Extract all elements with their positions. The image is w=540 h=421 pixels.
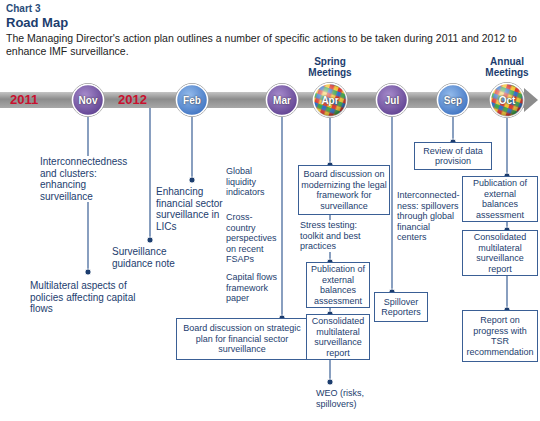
timeline-marker: Annual MeetingsOct [489, 82, 525, 118]
leader-dot [147, 237, 153, 243]
milestone-text: Stress testing: toolkit and best practic… [300, 220, 370, 252]
leader-dot [189, 177, 195, 183]
timeline-arrow [524, 88, 538, 112]
month-label: Sep [436, 83, 470, 117]
marker-ring [437, 84, 470, 117]
milestone-box: Board discussion on modernizing the lega… [298, 165, 390, 215]
box-text: Report on progress with TSR recommendati… [465, 315, 535, 357]
month-label: Mar [265, 83, 299, 117]
box-text: Board discussion on strategic plan for f… [179, 323, 305, 355]
month-label: Feb [175, 83, 209, 117]
leader-dot [85, 269, 91, 275]
marker-ring [266, 84, 299, 117]
timeline-marker: Nov [71, 83, 105, 117]
month-label: Apr [312, 82, 348, 118]
leader-line [191, 117, 192, 180]
month-label: Nov [71, 83, 105, 117]
milestone-box: Spillover Reporters [374, 292, 428, 322]
milestone-box: Report on progress with TSR recommendati… [462, 310, 538, 362]
connector [506, 222, 507, 230]
timeline-marker: Sep [436, 83, 470, 117]
box-text: Consolidated multilateral surveillance r… [309, 316, 367, 358]
milestone-box: Publication of external balances assessm… [462, 176, 538, 222]
connector [391, 117, 392, 292]
milestone-box: Review of data provision [414, 142, 492, 170]
marker-ring [72, 84, 105, 117]
marker-ring [176, 84, 209, 117]
connector [452, 117, 453, 142]
chart-title: Road Map [6, 15, 306, 31]
leader-dot [327, 379, 333, 385]
milestone-box: Consolidated multilateral surveillance r… [462, 230, 538, 276]
chart-caption: The Managing Director's action plan outl… [6, 32, 534, 58]
month-label: Jul [375, 83, 409, 117]
timeline-marker: Mar [265, 83, 299, 117]
chart-number: Chart 3 [6, 3, 126, 15]
milestone-text: Multilateral aspects of policies affecti… [30, 280, 146, 315]
box-text: Spillover Reporters [377, 297, 425, 318]
marker-ring [490, 83, 525, 118]
connector [506, 118, 507, 176]
milestone-text: WEO (risks, spillovers) [316, 388, 382, 409]
leader-line [149, 108, 150, 240]
timeline-marker: Spring MeetingsApr [312, 82, 348, 118]
milestone-text: Cross-country perspectives on recent FSA… [226, 212, 280, 265]
box-text: Board discussion on modernizing the lega… [301, 169, 387, 211]
milestone-text: Interconnectedness and clusters: enhanci… [40, 156, 136, 202]
meeting-heading: Annual Meetings [477, 56, 537, 78]
month-label: Oct [489, 82, 525, 118]
connector [329, 118, 330, 165]
milestone-text: Global liquidity indicators [226, 166, 278, 198]
milestone-text: Surveillance guidance note [112, 246, 196, 269]
milestone-box: Consolidated multilateral surveillance r… [306, 314, 370, 360]
milestone-text: Capital flows framework paper [226, 272, 278, 304]
box-text: Consolidated multilateral surveillance r… [465, 232, 535, 274]
milestone-box: Board discussion on strategic plan for f… [176, 318, 308, 360]
timeline-marker: Jul [375, 83, 409, 117]
meeting-heading: Spring Meetings [300, 56, 360, 78]
marker-ring [313, 83, 348, 118]
connector [281, 117, 282, 318]
year-label: 2011 [10, 92, 54, 108]
box-text: Publication of external balances assessm… [309, 264, 367, 306]
timeline-marker: Feb [175, 83, 209, 117]
milestone-box: Publication of external balances assessm… [306, 262, 370, 308]
marker-ring [376, 84, 409, 117]
connector [506, 276, 507, 310]
year-label: 2012 [118, 92, 162, 108]
box-text: Publication of external balances assessm… [465, 178, 535, 220]
milestone-text: Interconnected- ness: spillovers through… [397, 190, 459, 243]
milestone-text: Enhancing financial sector surveillance … [156, 186, 224, 232]
box-text: Review of data provision [417, 146, 489, 167]
